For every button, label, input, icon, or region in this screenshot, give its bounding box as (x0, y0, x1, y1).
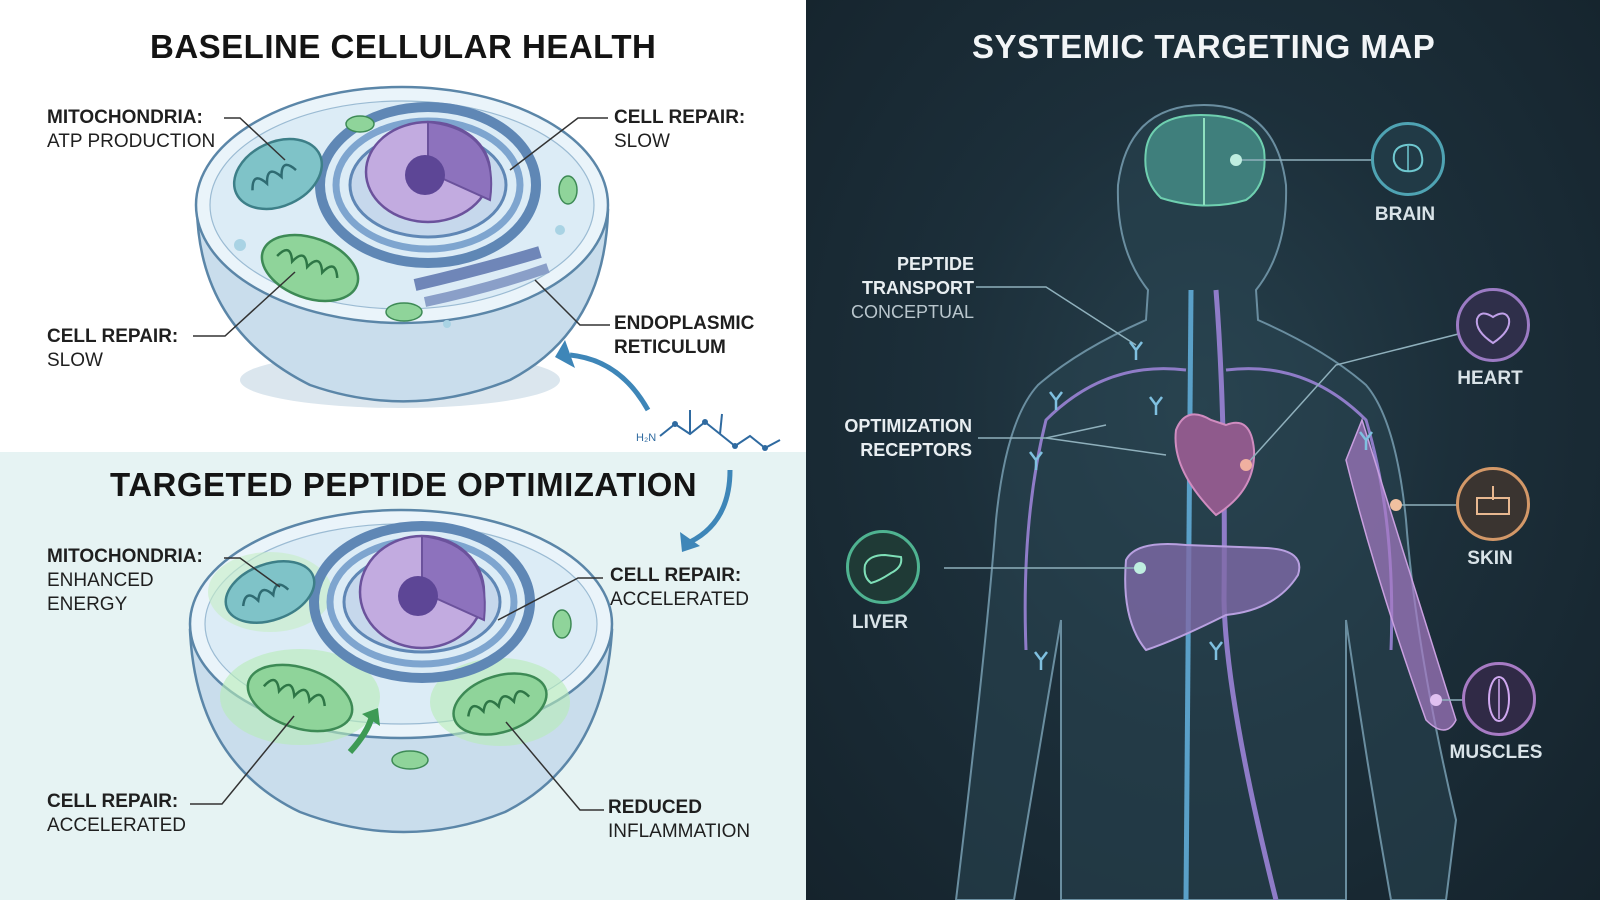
baseline-repair-right-label: CELL REPAIR: SLOW (614, 107, 746, 152)
peptide-transport-label: PEPTIDE TRANSPORT CONCEPTUAL (850, 254, 974, 322)
baseline-er-label: ENDOPLASMIC RETICULUM (614, 313, 755, 358)
muscles-label: MUSCLES (1449, 742, 1543, 763)
optimized-repair-right-label: CELL REPAIR: ACCELERATED (610, 565, 750, 610)
optimization-title: TARGETED PEPTIDE OPTIMIZATION (110, 466, 698, 503)
human-body-illustration (944, 103, 1486, 900)
systemic-map-panel: SYSTEMIC TARGETING MAP (806, 0, 1600, 900)
molecule-h2n: H₂N (636, 432, 657, 444)
skin-label: SKIN (1467, 548, 1513, 569)
brain-icon (1371, 122, 1445, 196)
brain-label: BRAIN (1374, 204, 1436, 225)
optimization-panel: TARGETED PEPTIDE OPTIMIZATION (0, 452, 806, 900)
systemic-map-title: SYSTEMIC TARGETING MAP (972, 28, 1436, 65)
skin-icon (1456, 467, 1530, 541)
muscles-icon (1462, 662, 1536, 736)
baseline-cell-illustration (193, 85, 781, 451)
baseline-title: BASELINE CELLULAR HEALTH (150, 28, 657, 65)
optimized-mito-label: MITOCHONDRIA: ENHANCED ENERGY (47, 546, 203, 615)
optimization-receptors-label: OPTIMIZATION RECEPTORS (844, 416, 972, 460)
liver-icon (846, 530, 920, 604)
baseline-repair-left-label: CELL REPAIR: SLOW (47, 326, 179, 371)
optimized-repair-left-label: CELL REPAIR: ACCELERATED (47, 791, 187, 836)
baseline-mito-label: MITOCHONDRIA: ATP PRODUCTION (47, 107, 216, 152)
optimized-inflammation-label: REDUCED INFLAMMATION (608, 797, 751, 842)
optimized-cell-illustration (188, 469, 733, 834)
heart-label: HEART (1457, 368, 1523, 389)
liver-label: LIVER (852, 612, 908, 633)
heart-icon (1456, 288, 1530, 362)
baseline-panel: BASELINE CELLULAR HEALTH (0, 0, 806, 452)
